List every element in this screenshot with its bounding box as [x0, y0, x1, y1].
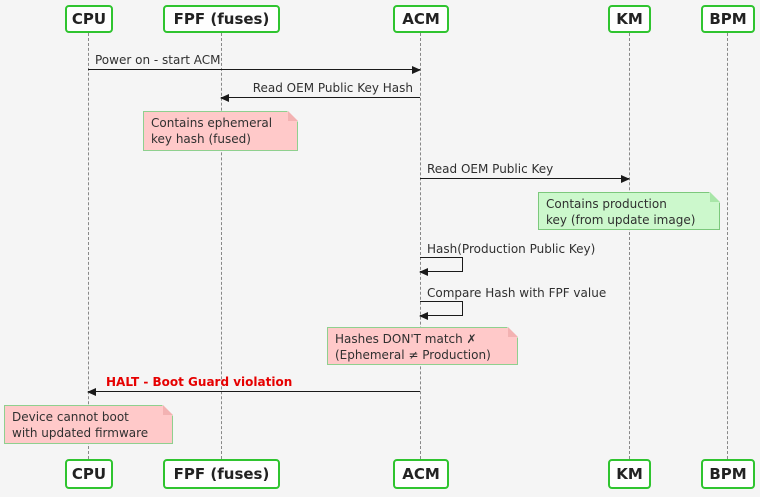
message-label-power-on: Power on - start ACM	[95, 53, 221, 67]
note-km-text: Contains production key (from update ima…	[546, 197, 696, 227]
lifeline-acm	[420, 33, 421, 459]
message-label-read-hash: Read OEM Public Key Hash	[252, 81, 413, 95]
participant-label: CPU	[71, 465, 107, 483]
arrow-read-key	[420, 175, 630, 183]
note-acm: Hashes DON'T match ✗ (Ephemeral ≠ Produc…	[327, 327, 518, 365]
message-label-hash-prod: Hash(Production Public Key)	[427, 242, 596, 256]
arrow-halt	[87, 388, 420, 396]
arrow-power-on	[88, 66, 421, 74]
message-label-halt: HALT - Boot Guard violation	[106, 375, 293, 389]
participant-bottom-cpu: CPU	[65, 459, 113, 489]
self-arrow-compare	[419, 301, 463, 320]
participant-top-bpm: BPM	[701, 5, 755, 33]
participant-top-fpf: FPF (fuses)	[163, 5, 280, 33]
participant-top-cpu: CPU	[65, 5, 113, 33]
note-km: Contains production key (from update ima…	[538, 192, 720, 230]
note-fpf-text: Contains ephemeral key hash (fused)	[151, 116, 273, 146]
arrow-read-hash	[220, 94, 420, 102]
participant-label: CPU	[71, 10, 107, 28]
note-fpf: Contains ephemeral key hash (fused)	[143, 111, 298, 151]
message-label-compare: Compare Hash with FPF value	[427, 286, 607, 300]
note-acm-text: Hashes DON'T match ✗ (Ephemeral ≠ Produc…	[335, 332, 491, 362]
participant-label: BPM	[709, 10, 747, 28]
note-cpu: Device cannot boot with updated firmware	[4, 405, 173, 444]
participant-top-acm: ACM	[393, 5, 449, 33]
note-cpu-text: Device cannot boot with updated firmware	[12, 410, 149, 440]
participant-bottom-km: KM	[608, 459, 651, 489]
participant-bottom-bpm: BPM	[701, 459, 755, 489]
self-arrow-hash-prod	[419, 257, 463, 276]
participant-label: KM	[616, 465, 643, 483]
participant-label: ACM	[402, 10, 440, 28]
participant-label: ACM	[402, 465, 440, 483]
participant-bottom-acm: ACM	[393, 459, 449, 489]
participant-label: KM	[616, 10, 643, 28]
participant-label: BPM	[709, 465, 747, 483]
participant-label: FPF (fuses)	[173, 10, 270, 28]
message-label-read-key: Read OEM Public Key	[427, 162, 554, 176]
lifeline-bpm	[727, 33, 728, 459]
participant-top-km: KM	[608, 5, 651, 33]
participant-label: FPF (fuses)	[173, 465, 270, 483]
lifeline-fpf	[221, 33, 222, 459]
lifeline-km	[629, 33, 630, 459]
lifeline-cpu	[88, 33, 89, 459]
participant-bottom-fpf: FPF (fuses)	[163, 459, 280, 489]
